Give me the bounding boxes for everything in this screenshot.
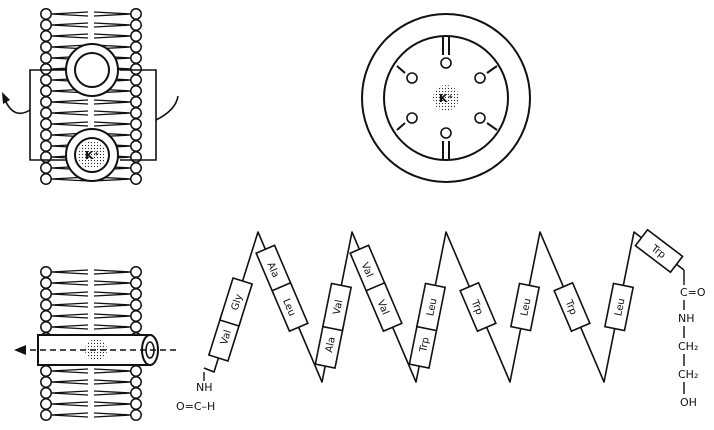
residue-box: Trp <box>554 283 590 331</box>
c-terminus-ch2-b: CH₂ <box>678 368 698 381</box>
channel-bilayer-panel <box>14 267 178 420</box>
carrier-ion-label: K⁺ <box>85 149 100 162</box>
n-terminus-formyl: O=C–H <box>176 400 215 413</box>
c-terminus-oh: OH <box>680 396 697 409</box>
residue-box: Gly <box>220 278 252 326</box>
residue-box: Trp <box>635 230 682 273</box>
c-terminus-nh: NH <box>678 312 695 325</box>
residue-box: Trp <box>460 283 496 331</box>
c-terminus-ch2-a: CH₂ <box>678 340 698 353</box>
residue-box: Leu <box>511 283 539 330</box>
residue-box: Val <box>366 283 402 331</box>
residue-box: Leu <box>417 283 445 330</box>
residue-box: Leu <box>272 283 308 331</box>
c-terminus-co: C=O <box>680 286 706 299</box>
residue-box: Leu <box>605 283 633 330</box>
n-terminus-nh: NH <box>196 381 213 394</box>
complex-ion-label: K⁺ <box>439 92 454 105</box>
residue-box: Val <box>323 283 351 330</box>
